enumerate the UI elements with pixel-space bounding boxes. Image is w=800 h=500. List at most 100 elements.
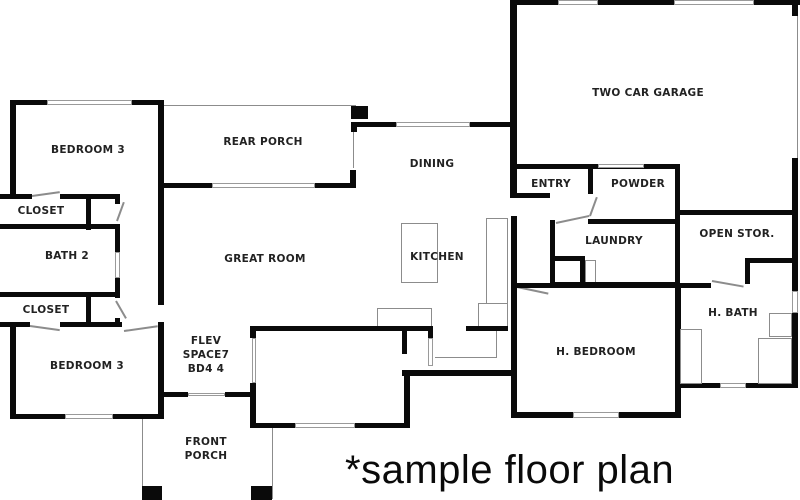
shower <box>758 338 792 384</box>
wall <box>115 318 120 324</box>
wall <box>745 258 750 284</box>
porch-edge <box>164 105 356 106</box>
wall <box>792 0 798 16</box>
wall <box>250 423 295 428</box>
room-label-entry: ENTRY <box>531 178 571 190</box>
wall <box>514 283 680 288</box>
room-label-h-bedroom: H. BEDROOM <box>556 346 636 358</box>
counter <box>377 308 432 328</box>
wall <box>402 326 407 354</box>
wall <box>10 322 16 419</box>
wall <box>745 258 798 263</box>
porch-edge <box>272 428 273 499</box>
wall <box>675 164 680 286</box>
wall <box>60 322 122 327</box>
room-label-laundry: LAUNDRY <box>585 235 643 247</box>
room-label-bedroom-upper: BEDROOM 3 <box>51 144 125 156</box>
wall <box>510 0 517 198</box>
wall <box>350 170 356 188</box>
room-label-closet-lower: CLOSET <box>22 304 70 316</box>
wall <box>86 292 91 324</box>
wall <box>404 370 410 428</box>
wall <box>675 210 798 215</box>
wall <box>792 313 798 387</box>
room-label-two-car-garage: TWO CAR GARAGE <box>592 87 704 99</box>
wall <box>158 322 164 419</box>
column <box>251 486 272 500</box>
window <box>396 122 470 127</box>
wall <box>0 292 120 297</box>
flex-space-line-3: BD4 4 <box>187 363 225 375</box>
vanity <box>680 329 702 384</box>
window <box>674 0 754 5</box>
window <box>720 383 746 388</box>
wall <box>225 392 253 397</box>
wall <box>550 220 555 286</box>
wall <box>619 412 681 418</box>
flex-space-line-1: FLEV <box>190 335 222 347</box>
window <box>558 0 598 5</box>
wall <box>580 256 585 286</box>
wall <box>511 216 517 414</box>
window <box>65 414 113 419</box>
wall <box>115 278 120 298</box>
window <box>353 128 354 168</box>
window <box>792 291 798 313</box>
wall <box>10 414 65 419</box>
room-label-closet-upper: CLOSET <box>17 205 65 217</box>
counter-edge <box>435 357 497 358</box>
wall <box>470 122 516 127</box>
room-label-great-room: GREAT ROOM <box>224 253 306 265</box>
wall <box>113 414 164 419</box>
wall <box>351 122 357 132</box>
wall <box>115 224 120 252</box>
window <box>428 338 433 366</box>
wall <box>250 326 433 331</box>
wall <box>132 100 164 105</box>
wall <box>588 164 593 194</box>
room-label-bath-2: BATH 2 <box>44 250 90 262</box>
wall <box>675 283 711 288</box>
wall <box>746 383 798 388</box>
door <box>589 196 598 217</box>
room-label-front-porch: FRONT PORCH <box>185 435 228 463</box>
kitchen-island <box>401 223 438 283</box>
column <box>351 106 368 119</box>
door <box>29 325 60 332</box>
wall <box>10 100 47 105</box>
front-porch-line-2: PORCH <box>184 450 228 462</box>
room-label-dining: DINING <box>409 158 455 170</box>
sliding-door <box>212 183 315 188</box>
room-label-kitchen: KITCHEN <box>410 251 464 263</box>
wall <box>158 100 164 305</box>
wall <box>466 326 508 331</box>
door <box>555 214 590 224</box>
wall <box>355 423 410 428</box>
wall <box>250 326 256 338</box>
door <box>711 280 744 288</box>
wall <box>511 412 573 418</box>
wall <box>675 283 681 418</box>
wall <box>354 122 396 127</box>
window <box>252 338 256 383</box>
wall <box>86 194 91 230</box>
wall <box>500 122 516 127</box>
wall <box>0 194 32 199</box>
column <box>142 486 162 500</box>
wall <box>160 392 188 397</box>
garage-door <box>797 16 798 159</box>
room-label-open-storage: OPEN STOR. <box>699 228 775 240</box>
door <box>116 201 125 222</box>
toilet <box>769 313 792 337</box>
counter-edge <box>496 327 497 357</box>
window <box>47 100 132 105</box>
wall <box>675 383 720 388</box>
sample-floor-plan-caption: *sample floor plan <box>345 448 675 492</box>
porch-edge <box>142 419 143 499</box>
wall <box>510 0 558 5</box>
counter <box>486 218 508 304</box>
room-label-powder: POWDER <box>611 178 665 190</box>
window <box>598 164 644 168</box>
window <box>573 412 619 418</box>
